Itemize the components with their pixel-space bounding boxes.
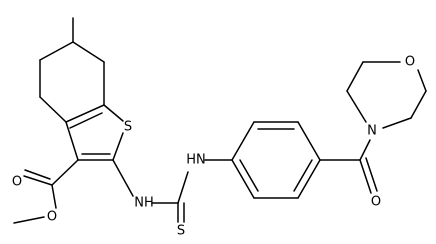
bond-nh2-a bbox=[177, 171, 189, 204]
atom-o-morpholine: O bbox=[405, 55, 415, 70]
bond-thio-b bbox=[112, 132, 124, 161]
bond-morph-a bbox=[346, 90, 367, 123]
atom-n-morpholine: N bbox=[367, 124, 377, 139]
bond-thio-e2 bbox=[69, 112, 103, 129]
bond-amide-b bbox=[359, 159, 372, 194]
bond-benz-c bbox=[297, 121, 321, 161]
bond-morph-e bbox=[410, 90, 427, 119]
bond-ester-a bbox=[51, 159, 79, 186]
atom-o-amide: O bbox=[371, 195, 381, 210]
bond-ester-b2 bbox=[24, 169, 51, 180]
bond-morph-d bbox=[417, 69, 427, 92]
bond-benz-a bbox=[231, 121, 255, 161]
bond-ester-c bbox=[51, 184, 57, 209]
bond-amide-c bbox=[359, 139, 371, 161]
atom-o-ester-ether: O bbox=[47, 210, 57, 225]
bond-benz-d2 bbox=[293, 159, 313, 192]
bond-benz-f2 bbox=[239, 159, 259, 192]
bond-benz-f bbox=[231, 159, 255, 199]
bond-nh1-a bbox=[112, 159, 134, 197]
bond-ester-d bbox=[13, 216, 45, 224]
atom-hn-thiourea: HN bbox=[186, 153, 206, 168]
atom-labels: S O O NH S HN O N O bbox=[12, 55, 415, 239]
atom-o-ester-carbonyl: O bbox=[12, 175, 22, 190]
bond-benz-d bbox=[297, 159, 321, 199]
bond-ring6-c bbox=[39, 96, 67, 123]
bond-thio-a bbox=[103, 104, 124, 122]
atom-nh-thiourea: NH bbox=[134, 196, 154, 211]
bond-ring6-f bbox=[72, 41, 105, 63]
bond-morph-f bbox=[382, 117, 412, 129]
bond-ring6-a bbox=[39, 41, 74, 61]
bond-amide-b2 bbox=[365, 157, 378, 192]
atom-s-thiophene: S bbox=[124, 120, 132, 135]
bond-morph-b bbox=[346, 61, 364, 92]
atom-s-thiocarbonyl: S bbox=[177, 224, 185, 239]
bond-ester-b bbox=[23, 175, 53, 186]
bonds bbox=[13, 17, 427, 224]
bond-thio-e bbox=[65, 104, 105, 123]
bond-thio-d bbox=[65, 121, 79, 161]
